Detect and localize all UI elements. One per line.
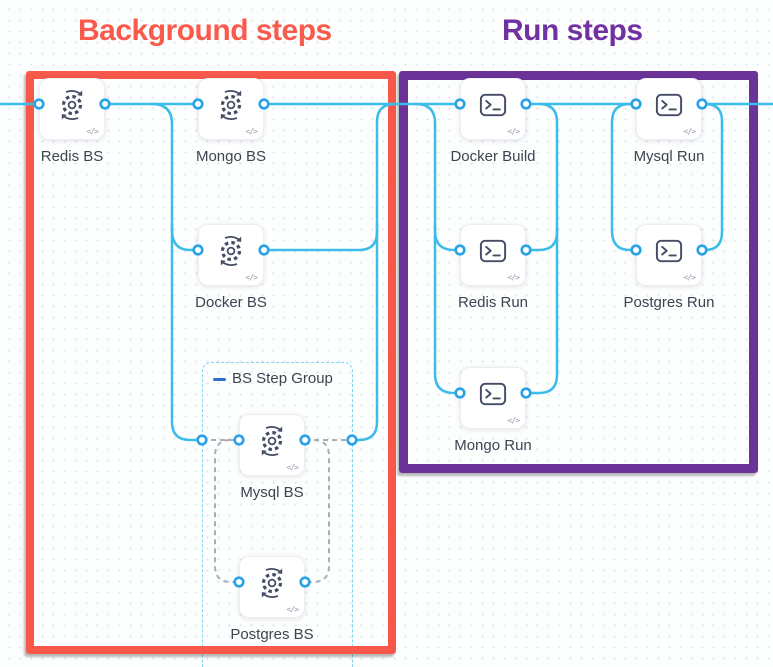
run-step-icon	[654, 236, 685, 267]
step-node-mysql-run[interactable]: </>	[636, 78, 702, 140]
background-step-icon	[214, 234, 248, 268]
step-label-mysql-run: Mysql Run	[633, 148, 705, 165]
step-label-redis-run: Redis Run	[457, 294, 529, 311]
code-icon: </>	[507, 416, 520, 425]
step-node-mongo-bs[interactable]: </>	[198, 78, 264, 140]
collapse-minus-icon[interactable]	[213, 378, 226, 381]
step-label-mongo-bs: Mongo BS	[195, 148, 267, 165]
run-step-icon	[478, 90, 509, 121]
step-label-mysql-bs: Mysql BS	[240, 484, 304, 501]
step-node-postgres-run[interactable]: </>	[636, 224, 702, 286]
run-steps-annotation-box	[399, 71, 758, 473]
step-node-mysql-bs[interactable]: </>	[239, 414, 305, 476]
code-icon: </>	[245, 127, 258, 136]
run-steps-title: Run steps	[502, 14, 643, 47]
bs-step-group-box	[202, 362, 353, 667]
bs-step-group-label[interactable]: BS Step Group	[232, 370, 333, 387]
run-step-icon	[478, 379, 509, 410]
step-node-docker-build[interactable]: </>	[460, 78, 526, 140]
code-icon: </>	[286, 463, 299, 472]
background-step-icon	[55, 88, 89, 122]
code-icon: </>	[245, 273, 258, 282]
step-label-redis-bs: Redis BS	[40, 148, 104, 165]
background-step-icon	[255, 566, 289, 600]
step-label-postgres-run: Postgres Run	[623, 294, 715, 311]
code-icon: </>	[507, 273, 520, 282]
background-step-icon	[214, 88, 248, 122]
step-label-postgres-bs: Postgres BS	[230, 626, 314, 643]
step-node-redis-bs[interactable]: </>	[39, 78, 105, 140]
code-icon: </>	[86, 127, 99, 136]
step-label-mongo-run: Mongo Run	[454, 437, 532, 454]
step-node-postgres-bs[interactable]: </>	[239, 556, 305, 618]
code-icon: </>	[683, 127, 696, 136]
step-label-docker-bs: Docker BS	[195, 294, 267, 311]
background-step-icon	[255, 424, 289, 458]
code-icon: </>	[286, 605, 299, 614]
code-icon: </>	[683, 273, 696, 282]
code-icon: </>	[507, 127, 520, 136]
step-node-mongo-run[interactable]: </>	[460, 367, 526, 429]
background-steps-title: Background steps	[78, 14, 332, 47]
run-step-icon	[654, 90, 685, 121]
step-node-docker-bs[interactable]: </>	[198, 224, 264, 286]
step-node-redis-run[interactable]: </>	[460, 224, 526, 286]
step-label-docker-build: Docker Build	[450, 148, 536, 165]
run-step-icon	[478, 236, 509, 267]
